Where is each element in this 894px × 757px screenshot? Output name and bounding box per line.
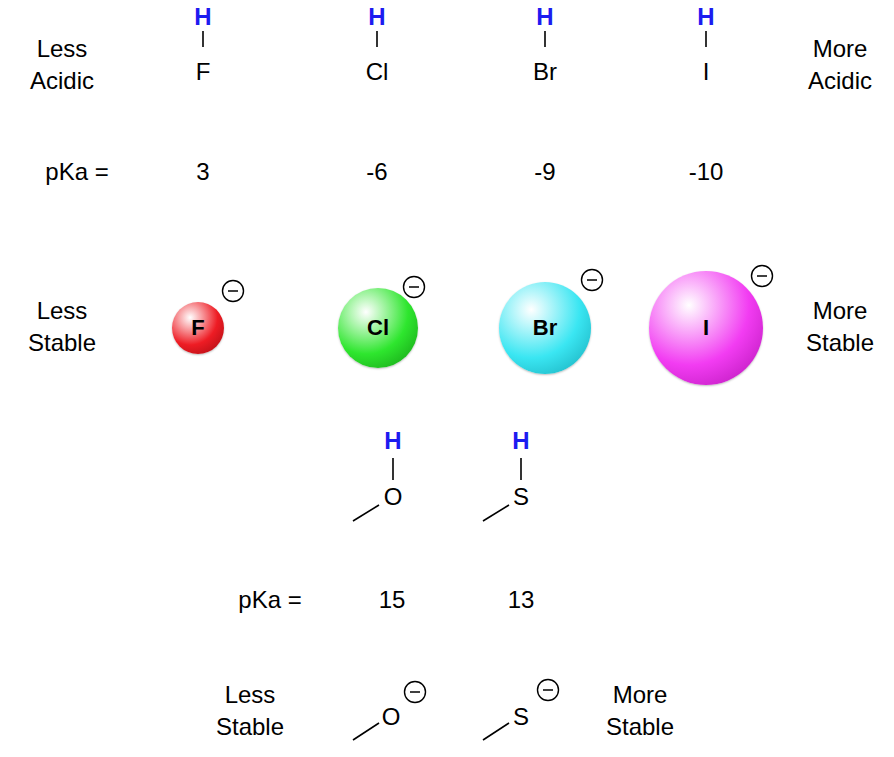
anion-sphere: Cl — [338, 288, 418, 368]
anion-sphere: F — [172, 302, 224, 354]
hydrogen-atom: H — [536, 1, 553, 33]
text-label: O — [382, 701, 401, 733]
text-label: -10 — [689, 156, 724, 188]
text-label: 15 — [379, 584, 406, 616]
text-label: S — [513, 481, 529, 513]
hydrogen-atom: H — [368, 1, 385, 33]
hydrogen-atom: H — [512, 425, 529, 457]
trend-label: Less Stable — [7, 295, 117, 360]
trend-label: Less Acidic — [7, 33, 117, 98]
ion-symbol: F — [191, 315, 204, 341]
text-label: Br — [533, 56, 557, 88]
text-label: 13 — [508, 584, 535, 616]
anion-sphere: I — [649, 271, 763, 385]
text-label: 3 — [196, 156, 209, 188]
text-label: Cl — [366, 56, 389, 88]
text-label: I — [703, 56, 710, 88]
text-label: S — [513, 701, 529, 733]
ion-symbol: I — [703, 315, 709, 341]
hydrogen-atom: H — [194, 1, 211, 33]
trend-label: More Stable — [785, 295, 894, 360]
hydrogen-atom: H — [697, 1, 714, 33]
trend-label: More Acidic — [785, 33, 894, 98]
text-label: F — [196, 56, 211, 88]
text-label: -9 — [534, 156, 555, 188]
text-label: O — [384, 481, 403, 513]
trend-label: More Stable — [585, 679, 695, 744]
text-label: pKa = — [45, 156, 108, 188]
ion-symbol: Cl — [367, 315, 389, 341]
text-label: -6 — [366, 156, 387, 188]
ion-symbol: Br — [533, 315, 557, 341]
trend-label: Less Stable — [195, 679, 305, 744]
hydrogen-atom: H — [384, 425, 401, 457]
anion-sphere: Br — [499, 282, 591, 374]
text-label: pKa = — [238, 584, 301, 616]
